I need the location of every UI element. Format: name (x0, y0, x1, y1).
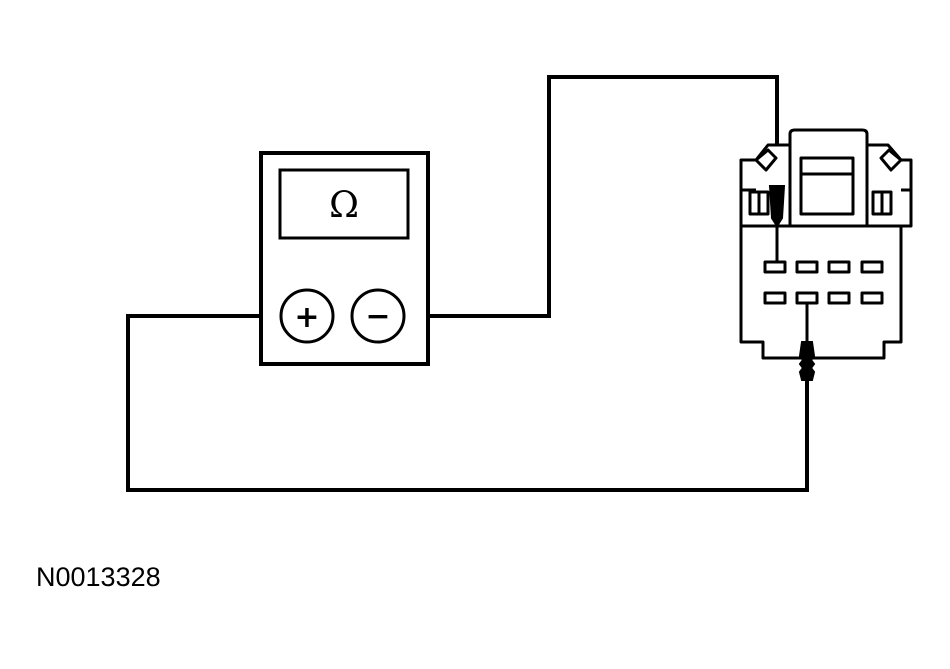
bottom-probe-body (798, 341, 816, 381)
positive-lead-wire (126, 314, 809, 492)
figure-id-label: N0013328 (36, 562, 161, 592)
connector-left-shoulder (754, 148, 778, 172)
terminal-cavity (827, 260, 851, 274)
electrical-connector-icon (739, 128, 913, 360)
negative-terminal (350, 288, 406, 344)
test-probe-icon (798, 303, 816, 381)
negative-symbol: − (365, 299, 390, 334)
connector-lock-tab (799, 156, 855, 216)
terminal-cavity (860, 291, 884, 305)
positive-symbol: + (294, 300, 319, 335)
meter-display (278, 168, 410, 240)
negative-lead-wire (405, 75, 779, 318)
connector-right-shoulder (879, 148, 903, 172)
top-probe-body (768, 185, 786, 228)
terminal-cavity (763, 260, 787, 274)
terminal-cavity (763, 291, 787, 305)
terminal-cavity (795, 260, 819, 274)
test-probe-icon (768, 185, 786, 262)
terminal-cavity (795, 291, 819, 305)
test-leads (126, 75, 809, 492)
ohmmeter-icon: Ω + − (259, 151, 430, 366)
terminal-cavity (860, 260, 884, 274)
terminal-cavity (827, 291, 851, 305)
ohm-symbol: Ω (329, 185, 359, 226)
positive-terminal (279, 288, 335, 344)
